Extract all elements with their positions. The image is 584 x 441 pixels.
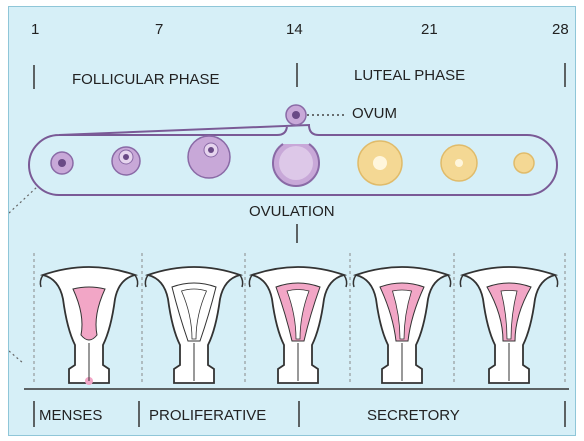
uterus-early-proliferative-icon — [145, 267, 242, 383]
corpus-luteum-large-icon — [358, 141, 402, 185]
corpus-albicans-icon — [514, 153, 534, 173]
phase-dividers — [34, 63, 565, 89]
uterus-series — [40, 267, 557, 385]
menstrual-cycle-diagram: 1 7 14 21 28 FOLLICULAR PHASE LUTEAL PHA… — [8, 6, 576, 436]
secondary-follicle-icon — [112, 147, 140, 175]
uterus-early-secretory-icon — [353, 267, 450, 383]
ovum-icon — [286, 105, 306, 125]
corpus-luteum-medium-icon — [441, 145, 477, 181]
uterus-leader-line — [9, 351, 23, 363]
diagram-graphics — [9, 7, 577, 437]
uterine-phase-dividers — [34, 401, 565, 427]
primary-follicle-icon — [51, 152, 73, 174]
ruptured-follicle-icon — [273, 144, 319, 186]
ovary-leader-line — [9, 187, 37, 213]
uterus-late-secretory-icon — [460, 267, 557, 383]
uterus-menses-icon — [40, 267, 137, 385]
antral-follicle-icon — [188, 136, 230, 178]
uterus-late-proliferative-icon — [249, 267, 346, 383]
